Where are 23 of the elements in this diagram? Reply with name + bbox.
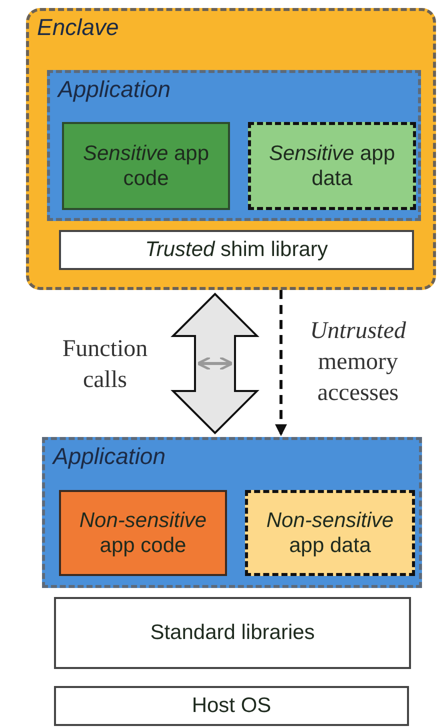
box-label: Non-sensitive app code [78, 508, 208, 558]
dashed-arrow [275, 290, 287, 436]
data-box [248, 122, 416, 210]
code-box [62, 122, 230, 210]
panel-heading: Application [56, 75, 171, 102]
application-panel [42, 437, 422, 588]
edge-label: Untrusted memory accesses [309, 317, 407, 408]
box-label: Non-sensitive app data [265, 508, 395, 558]
panel-heading: Application [51, 442, 166, 470]
panel-heading: Enclave [36, 13, 119, 40]
box-label: Trusted shim library [144, 237, 329, 263]
os-box [54, 686, 409, 726]
code-box [59, 490, 227, 576]
box-label: Sensitive app data [268, 140, 396, 192]
enclave-container [26, 8, 436, 290]
library-box [54, 597, 411, 669]
edge-label: Function calls [61, 335, 149, 396]
box-label: Standard libraries [149, 620, 316, 646]
application-panel [47, 70, 421, 221]
box-label: Host OS [190, 693, 272, 719]
box-label: Sensitive app code [82, 140, 210, 192]
library-box [59, 230, 414, 270]
data-box [245, 490, 415, 576]
